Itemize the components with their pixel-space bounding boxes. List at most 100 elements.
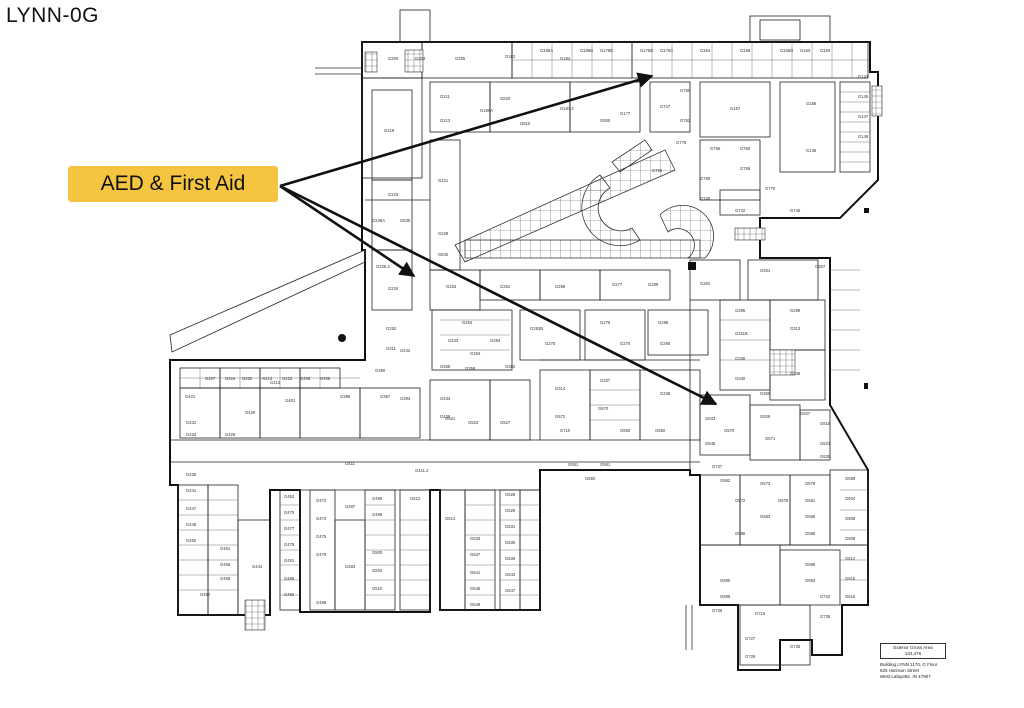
room-label: G253B: [530, 326, 543, 331]
room-label: G539: [505, 556, 516, 561]
arrow-to-north-room: [279, 72, 654, 188]
room-label: G578: [778, 498, 789, 503]
room-label: G444: [252, 564, 263, 569]
room-label: G500: [372, 550, 383, 555]
room-label: G167: [730, 106, 741, 111]
room-label: G537: [470, 552, 481, 557]
room-label: G205: [455, 56, 466, 61]
building-line: Building LYNN 1170, G Floor: [880, 662, 938, 667]
room-label: G299: [790, 308, 801, 313]
room-label: G529: [505, 508, 516, 513]
room-label: G747: [660, 104, 671, 109]
room-label: G458: [220, 576, 231, 581]
room-label: G264: [470, 351, 481, 356]
room-label: G153: [800, 48, 811, 53]
arrow-to-east-room: [279, 184, 718, 406]
room-label: G775: [676, 140, 687, 145]
room-label: G752: [680, 118, 691, 123]
room-label: G136: [806, 148, 817, 153]
room-label: G715: [755, 611, 766, 616]
room-label: G275: [545, 341, 556, 346]
room-label: G289: [648, 282, 659, 287]
room-label: G425: [225, 432, 236, 437]
room-label: G621: [820, 441, 831, 446]
room-label: G742: [735, 208, 746, 213]
room-label: G340: [735, 376, 746, 381]
room-label: G737: [712, 464, 723, 469]
room-label: G660: [620, 428, 631, 433]
room-label: G533: [470, 536, 481, 541]
room-label: G401: [285, 398, 296, 403]
room-label: G549: [470, 602, 481, 607]
room-label: G490: [372, 496, 383, 501]
side-ramp: [169, 249, 366, 353]
room-label: G512: [410, 496, 421, 501]
room-label: G521: [445, 416, 456, 421]
room-label: G348: [790, 371, 801, 376]
city-line: West Lafayette, IN 47907: [880, 674, 931, 679]
room-label: G745: [790, 208, 801, 213]
room-label: G450: [186, 538, 197, 543]
room-label: G755: [710, 146, 721, 151]
room-label: G295: [735, 308, 746, 313]
room-label: G414: [262, 376, 273, 381]
room-label: G496: [372, 512, 383, 517]
room-label: G186A: [540, 48, 553, 53]
room-label: G627: [800, 411, 811, 416]
room-label: G429: [245, 410, 256, 415]
room-label: G221: [438, 178, 449, 183]
room-label: G356: [760, 391, 771, 396]
room-label: G211: [440, 94, 451, 99]
room-label: G710: [560, 428, 571, 433]
room-label: G242: [400, 348, 411, 353]
room-label: G527: [500, 420, 511, 425]
room-label: G431: [186, 420, 197, 425]
room-label: G470: [284, 510, 295, 515]
room-label: G337: [600, 378, 611, 383]
room-label: G571: [765, 436, 776, 441]
room-label: G585: [805, 514, 816, 519]
room-label: G149: [858, 134, 869, 139]
aed-first-aid-callout: AED & First Aid: [68, 166, 278, 202]
room-label: G421: [185, 394, 196, 399]
room-label: G175B: [640, 48, 653, 53]
room-label: G725: [790, 644, 801, 649]
room-label: G780: [700, 176, 711, 181]
room-label: G535: [505, 540, 516, 545]
room-label: G615: [845, 576, 856, 581]
room-label: G541: [470, 570, 481, 575]
room-label: G492: [284, 592, 295, 597]
room-label: G618: [820, 421, 831, 426]
room-label: G219: [384, 128, 395, 133]
room-label: G475: [316, 534, 327, 539]
room-label: G313: [790, 326, 801, 331]
room-label: G270: [620, 341, 631, 346]
room-label: G729: [745, 654, 756, 659]
room-label: G599: [845, 476, 856, 481]
callout-arrows: [279, 72, 718, 406]
room-label: G229: [438, 231, 449, 236]
room-label: G561: [600, 462, 611, 467]
room-label: G572: [735, 498, 746, 503]
room-label: G514: [445, 516, 456, 521]
room-label: G545: [470, 586, 481, 591]
wall-lines: [170, 9, 871, 666]
room-label: G314: [555, 386, 566, 391]
room-label: G473: [316, 516, 327, 521]
address-line: 625 Harrison Street: [880, 668, 920, 673]
room-label: G358: [465, 366, 476, 371]
room-label: G408: [300, 376, 311, 381]
room-label: G301: [760, 268, 771, 273]
room-label: G629: [760, 414, 771, 419]
room-label: G616: [845, 594, 856, 599]
room-label: G810: [520, 121, 531, 126]
room-label: G648: [705, 441, 716, 446]
entry-path: [315, 67, 362, 75]
room-label: G503: [372, 568, 383, 573]
room-label: G405: [320, 376, 331, 381]
room-label: G481: [284, 558, 295, 563]
dark-markers: [338, 208, 869, 389]
room-label: G770: [765, 186, 776, 191]
room-label: G604: [845, 496, 856, 501]
